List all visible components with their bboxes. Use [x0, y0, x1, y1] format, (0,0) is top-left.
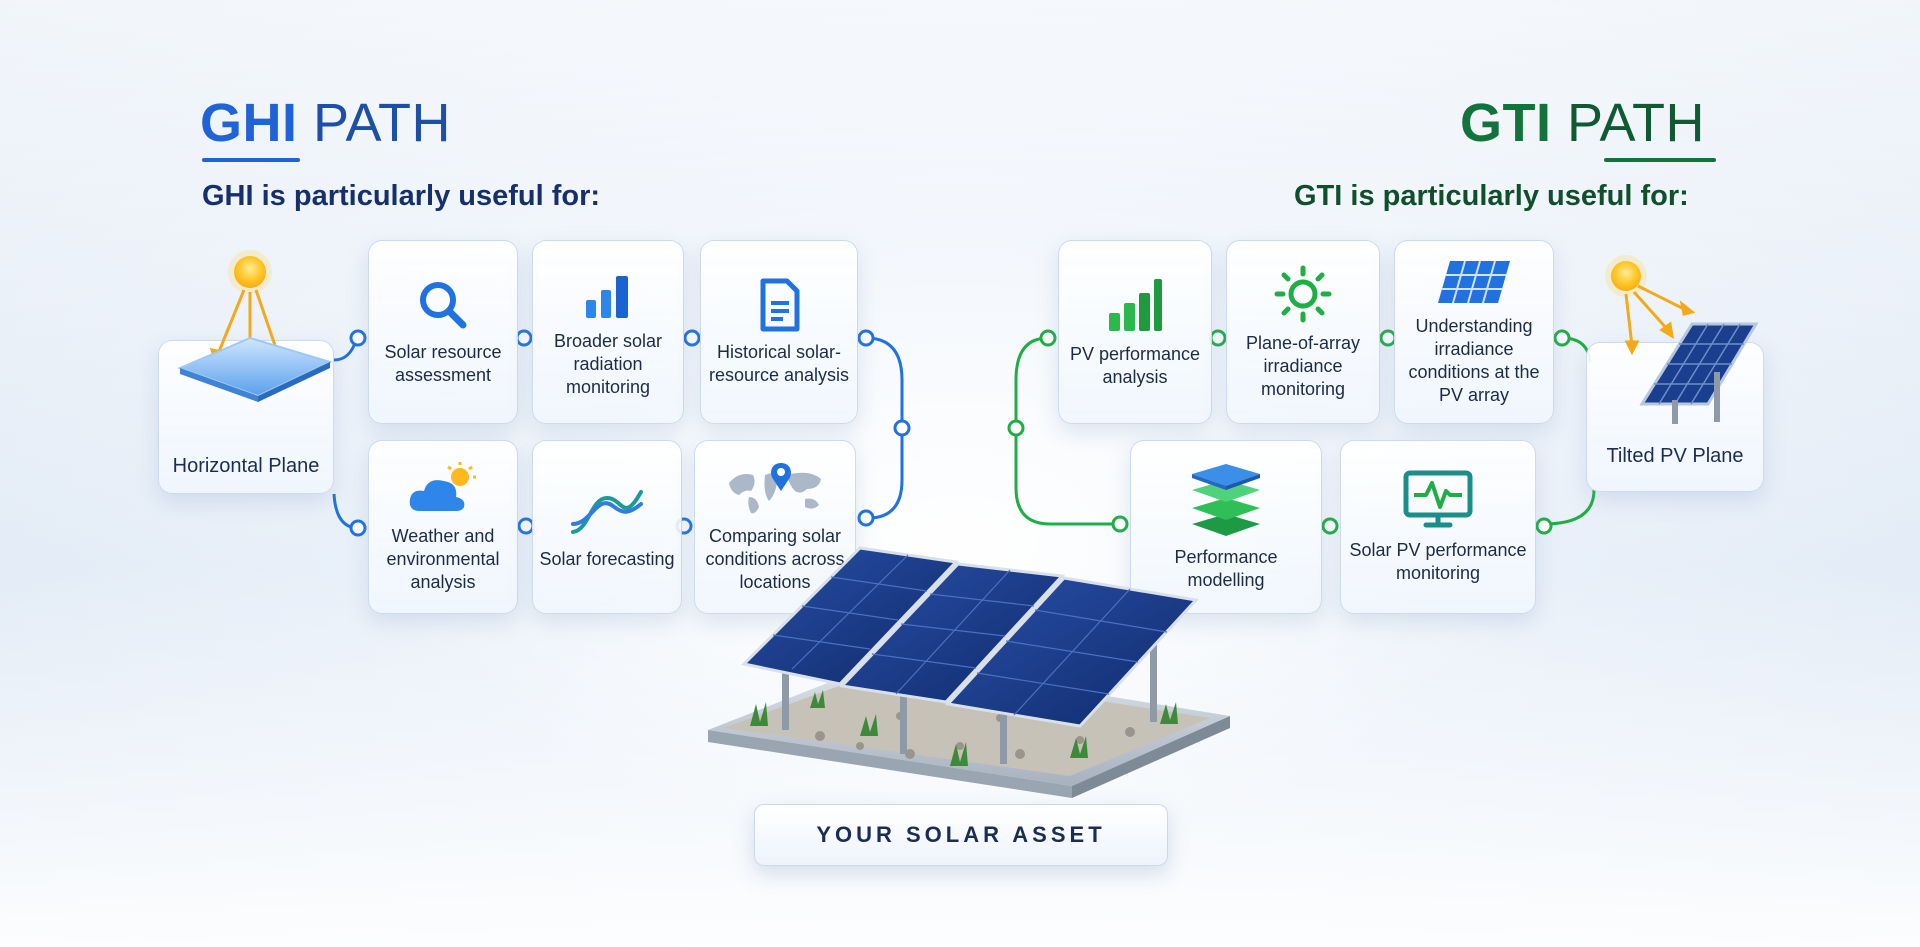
ghi-path-title: GHI PATH [200, 92, 451, 154]
ghi-card-label: Comparing solar conditions across locati… [705, 525, 845, 592]
ghi-card-historical-solar-resource-analysis: Historical solar-resource analysis [700, 240, 858, 424]
gti-card-plane-of-array-irradiance-monitoring: Plane-of-array irradiance monitoring [1226, 240, 1380, 424]
gti-card-label: Plane-of-array irradiance monitoring [1245, 332, 1361, 399]
magnifier-icon [420, 282, 467, 329]
your-solar-asset-label: YOUR SOLAR ASSET [754, 804, 1168, 866]
tilted-pv-plane-label: Tilted PV Plane [1606, 445, 1744, 467]
gti-subtitle: GTI is particularly useful for: [1294, 180, 1689, 212]
gti-card-solar-pv-performance-monitoring: Solar PV performance monitoring [1340, 440, 1536, 614]
world-map-pin-icon [729, 462, 821, 513]
gti-title-light: PATH [1567, 93, 1706, 153]
ghi-title-underline [202, 158, 300, 162]
gti-card-label: Solar PV performance monitoring [1349, 540, 1527, 583]
ghi-card-weather-and-environmental-analysis: Weather and environmental analysis [368, 440, 518, 614]
ghi-card-label: Solar forecasting [539, 548, 675, 569]
gti-title-bold: GTI [1460, 93, 1552, 153]
cloud-sun-icon [409, 461, 476, 511]
sun-tilted-panel-icon [1605, 255, 1759, 424]
document-icon [760, 278, 800, 332]
sun-horizontal-plane-icon [177, 250, 333, 402]
gti-card-label: Performance modelling [1174, 547, 1278, 590]
gti-path-title: GTI PATH [1460, 92, 1705, 154]
ghi-card-label: Solar resource assessment [384, 342, 502, 385]
ghi-card-solar-forecasting: Solar forecasting [532, 440, 682, 614]
monitor-pulse-icon [1403, 470, 1473, 528]
gti-card-label: PV performance analysis [1069, 344, 1201, 387]
bar-chart-icon [1109, 279, 1162, 331]
bar-chart-icon [586, 275, 628, 318]
layers-icon [1192, 464, 1260, 536]
ghi-title-bold: GHI [200, 93, 298, 153]
gti-card-performance-modelling: Performance modelling [1130, 440, 1322, 614]
ghi-card-label: Weather and environmental analysis [386, 525, 500, 592]
gti-title-underline [1604, 158, 1716, 162]
sun-icon [1274, 265, 1332, 322]
gti-card-pv-performance-analysis: PV performance analysis [1058, 240, 1212, 424]
ghi-card-label: Historical solar-resource analysis [708, 342, 850, 385]
gti-card-understanding-irradiance-conditions: Understanding irradiance conditions at t… [1394, 240, 1554, 424]
ghi-subtitle: GHI is particularly useful for: [202, 180, 601, 212]
ghi-title-light: PATH [313, 93, 452, 153]
solar-asset-illustration [708, 546, 1230, 798]
wave-icon [571, 489, 643, 534]
ghi-card-broader-solar-radiation-monitoring: Broader solar radiation monitoring [532, 240, 684, 424]
solar-panel-icon [1438, 260, 1510, 304]
ghi-card-solar-resource-assessment: Solar resource assessment [368, 240, 518, 424]
horizontal-plane-label: Horizontal Plane [172, 455, 320, 477]
ghi-card-label: Broader solar radiation monitoring [553, 330, 663, 397]
gti-card-label: Understanding irradiance conditions at t… [1408, 316, 1540, 405]
